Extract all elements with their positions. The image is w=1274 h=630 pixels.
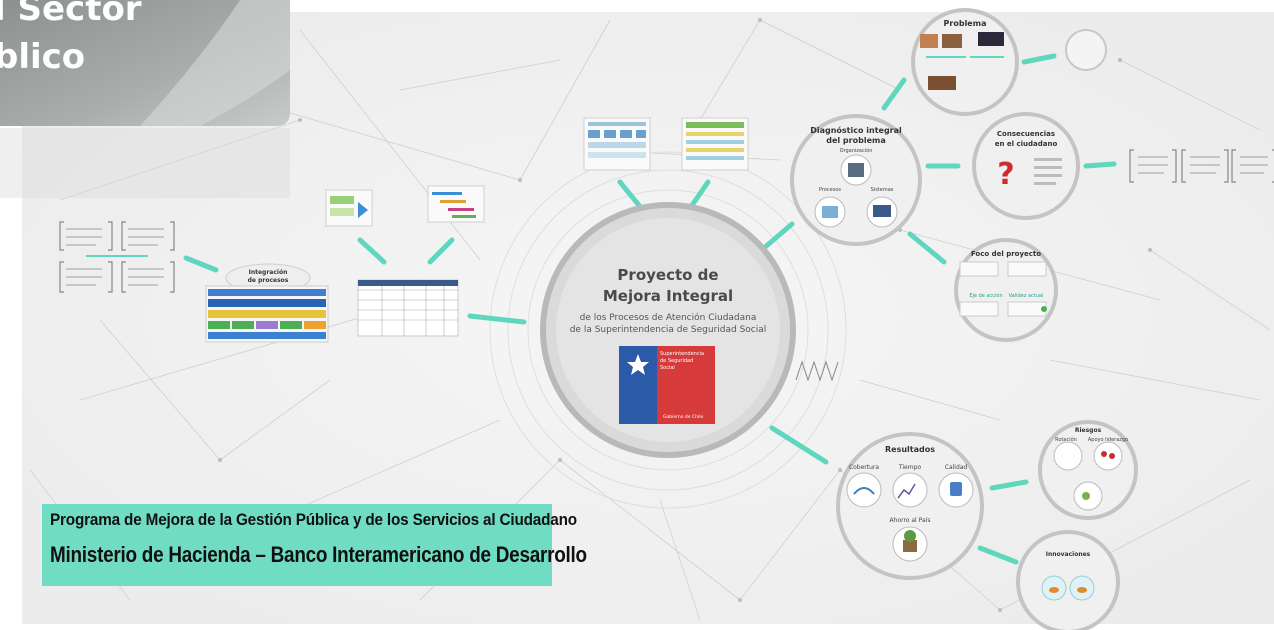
svg-text:Problema: Problema bbox=[944, 19, 987, 28]
server-icon bbox=[848, 163, 864, 177]
consecuencias-detail[interactable] bbox=[1129, 149, 1274, 183]
fish-icon bbox=[1049, 587, 1059, 593]
svg-text:Consecuencias: Consecuencias bbox=[997, 130, 1055, 138]
svg-text:Riesgos: Riesgos bbox=[1075, 427, 1102, 434]
center-title-2: Mejora Integral bbox=[603, 287, 733, 305]
corner-frame-text-2: blico bbox=[0, 37, 85, 77]
photo-icon bbox=[928, 76, 956, 90]
foco-node[interactable]: Foco del proyecto Eje de acción Validez … bbox=[954, 238, 1058, 342]
svg-text:Diagnóstico integral: Diagnóstico integral bbox=[810, 125, 902, 135]
svg-text:de procesos: de procesos bbox=[248, 277, 289, 284]
svg-text:de Seguridad: de Seguridad bbox=[660, 358, 693, 364]
svg-text:Apoyo liderazgo: Apoyo liderazgo bbox=[1088, 437, 1128, 443]
mapeo-card[interactable] bbox=[325, 189, 373, 227]
government-logo: Superintendencia de Seguridad Social Gob… bbox=[619, 346, 715, 424]
chart-icon bbox=[897, 483, 916, 499]
integracion-node[interactable]: Integración de procesos bbox=[205, 263, 329, 343]
diagnostico-node[interactable]: Diagnóstico integral del problema Organi… bbox=[790, 114, 922, 246]
arrow-icon bbox=[358, 202, 368, 218]
antecedentes-card[interactable] bbox=[583, 117, 651, 171]
svg-text:Tiempo: Tiempo bbox=[898, 464, 921, 471]
process-table-card[interactable] bbox=[357, 279, 459, 337]
svg-text:Gobierno de Chile: Gobierno de Chile bbox=[663, 414, 703, 420]
connectors bbox=[183, 53, 1117, 565]
svg-text:Rotación: Rotación bbox=[1055, 436, 1077, 443]
photo-icon bbox=[920, 34, 938, 48]
svg-text:Sistemas: Sistemas bbox=[871, 187, 894, 193]
svg-text:Integración: Integración bbox=[249, 269, 288, 276]
process-icon bbox=[822, 206, 838, 218]
banner-line-1: Programa de Mejora de la Gestión Pública… bbox=[50, 510, 577, 529]
center-rings bbox=[489, 151, 847, 509]
svg-text:Ahorro al País: Ahorro al País bbox=[890, 517, 931, 524]
frame-reflection bbox=[0, 128, 290, 198]
photo-icon bbox=[978, 32, 1004, 46]
svg-text:Cobertura: Cobertura bbox=[849, 464, 879, 471]
consecuencias-node[interactable]: Consecuencias en el ciudadano ? bbox=[972, 112, 1080, 220]
banner-line-2: Ministerio de Hacienda – Banco Interamer… bbox=[50, 542, 587, 567]
fish-icon bbox=[1077, 587, 1087, 593]
problema-node[interactable]: Problema bbox=[911, 8, 1019, 116]
svg-text:Procesos: Procesos bbox=[819, 187, 841, 193]
svg-text:Eje de acción: Eje de acción bbox=[969, 292, 1002, 299]
center-subtitle-1: de los Procesos de Atención Ciudadana bbox=[580, 312, 757, 323]
corner-frame-text-1: l Sector bbox=[0, 0, 142, 29]
svg-text:Foco del proyecto: Foco del proyecto bbox=[971, 250, 1041, 258]
corner-frame: l Sector blico bbox=[0, 0, 290, 198]
svg-text:Calidad: Calidad bbox=[945, 464, 968, 471]
star-icon bbox=[627, 354, 649, 375]
svg-text:Superintendencia: Superintendencia bbox=[660, 351, 704, 357]
center-title-1: Proyecto de bbox=[617, 266, 718, 284]
center-node[interactable]: Proyecto de Mejora Integral de los Proce… bbox=[540, 202, 796, 458]
question-icon: ? bbox=[997, 157, 1014, 192]
innovaciones-node[interactable]: Innovaciones bbox=[1016, 530, 1120, 630]
left-bracket-lists[interactable] bbox=[59, 221, 175, 293]
program-banner: Programa de Mejora de la Gestión Pública… bbox=[42, 504, 587, 586]
resultados-node[interactable]: Resultados Cobertura Tiempo Calidad Ahor… bbox=[836, 432, 984, 580]
center-subtitle-2: de la Superintendencia de Seguridad Soci… bbox=[570, 325, 767, 335]
flujo-card[interactable] bbox=[427, 185, 485, 223]
svg-text:Innovaciones: Innovaciones bbox=[1046, 551, 1091, 558]
svg-text:Validez actual: Validez actual bbox=[1009, 293, 1044, 299]
svg-text:del problema: del problema bbox=[826, 136, 885, 145]
svg-text:Social: Social bbox=[660, 365, 675, 371]
wifi-icon bbox=[853, 487, 875, 495]
monitor-icon bbox=[873, 205, 891, 217]
plant-icon bbox=[903, 540, 917, 552]
zigzag-decoration bbox=[795, 360, 839, 382]
actividades-card[interactable] bbox=[681, 117, 749, 171]
svg-text:Resultados: Resultados bbox=[885, 445, 935, 454]
svg-text:Organización: Organización bbox=[840, 147, 873, 154]
svg-text:en el ciudadano: en el ciudadano bbox=[995, 140, 1058, 148]
riesgos-node[interactable]: Riesgos Rotación Apoyo liderazgo bbox=[1038, 420, 1138, 520]
thumbs-up-icon bbox=[950, 482, 962, 496]
photo-icon bbox=[942, 34, 962, 48]
problema-detail-node[interactable] bbox=[1065, 29, 1107, 71]
